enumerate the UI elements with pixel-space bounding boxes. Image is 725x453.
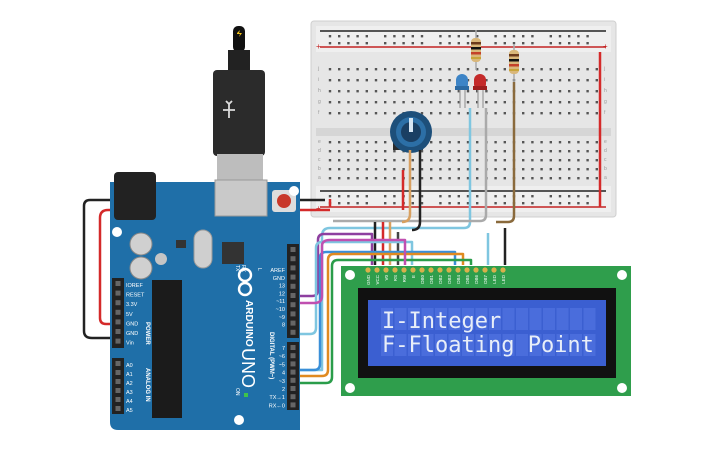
lcd-pin-label-4: RW xyxy=(402,274,407,282)
lcd-pin-label-14: LED xyxy=(492,274,497,284)
analog-pin-label-3: A3 xyxy=(126,390,133,396)
resistor-2 xyxy=(509,44,519,82)
usb-cable-plug xyxy=(233,26,245,52)
row-letter-a-left: a xyxy=(318,175,321,181)
reset-button[interactable] xyxy=(277,194,291,208)
digital-pin-label-top-4: ~11 xyxy=(276,299,285,305)
row-letter-i-right: i xyxy=(604,77,605,83)
arduino-model: UNO xyxy=(238,348,258,388)
digital-header-title: DIGITAL (PWM~) xyxy=(268,332,274,379)
digital-pin-label-bottom-2: ~5 xyxy=(279,362,285,368)
analog-header-title: ANALOG IN xyxy=(144,368,150,402)
lcd-pin-label-12: DB6 xyxy=(474,275,479,284)
row-letter-c-left: c xyxy=(318,157,321,163)
analog-pin-label-2: A2 xyxy=(126,381,133,387)
digital-pin-label-bottom-5: 2 xyxy=(282,387,285,393)
potentiometer xyxy=(390,111,432,153)
lcd-pin-label-6: DB0 xyxy=(420,275,425,284)
analog-header xyxy=(112,358,124,414)
arduino-brand: ARDUINO xyxy=(243,300,254,347)
lcd-pin-label-0: GND xyxy=(366,274,371,285)
row-letter-j-right: j xyxy=(603,66,605,72)
tx-label: TX xyxy=(234,265,240,272)
power-header-title: POWER xyxy=(144,322,150,345)
lcd-pin-label-13: DB7 xyxy=(483,275,488,284)
lcd-pin-label-5: E xyxy=(411,275,416,278)
usb-connector xyxy=(213,70,265,156)
row-letter-h-right: h xyxy=(604,88,607,94)
resistor-1 xyxy=(471,30,481,70)
digital-pin-label-bottom-4: ~3 xyxy=(279,379,285,385)
analog-pin-label-5: A5 xyxy=(126,408,133,414)
power-pin-label-2: 3.3V xyxy=(126,302,138,308)
power-pin-label-0: IOREF xyxy=(126,283,143,289)
lcd-pin-label-15: LED xyxy=(501,274,506,284)
digital-pin-label-bottom-7: RX←0 xyxy=(269,403,285,409)
row-letter-d-right: d xyxy=(604,148,607,154)
lcd-pin-label-9: DB3 xyxy=(447,275,452,284)
infinity-logo xyxy=(237,267,253,297)
digital-pin-label-top-5: ~10 xyxy=(276,307,285,313)
power-pin-label-6: Vin xyxy=(126,341,134,347)
rail-plus-label: + xyxy=(316,42,321,51)
lcd-pin-label-1: VCC xyxy=(375,274,380,284)
lcd-line-2: F-Floating Point xyxy=(382,333,594,358)
lcd-pin-label-7: DB1 xyxy=(429,275,434,284)
digital-pin-label-bottom-3: 4 xyxy=(282,371,285,377)
digital-pin-label-top-7: 8 xyxy=(282,323,285,329)
row-letter-c-right: c xyxy=(604,157,607,163)
row-letter-i-left: i xyxy=(318,77,319,83)
led-red xyxy=(473,74,487,108)
digital-pin-label-top-3: 12 xyxy=(279,291,285,297)
row-letter-g-left: g xyxy=(318,99,321,105)
digital-pin-label-top-6: ~9 xyxy=(279,315,285,321)
digital-pin-label-bottom-6: TX→1 xyxy=(269,395,285,401)
analog-pin-label-1: A1 xyxy=(126,372,133,378)
row-letter-g-right: g xyxy=(604,99,607,105)
row-letter-b-right: b xyxy=(604,166,607,172)
row-letter-h-left: h xyxy=(318,88,321,94)
row-letter-d-left: d xyxy=(318,148,321,154)
power-jack xyxy=(114,172,156,220)
bolt-icon xyxy=(237,30,242,37)
row-letter-e-right: e xyxy=(604,139,607,145)
row-letter-a-right: a xyxy=(604,175,607,181)
lcd-line-1: I-Integer xyxy=(382,309,501,334)
power-pin-label-3: 5V xyxy=(126,312,133,318)
digital-header-top xyxy=(287,244,299,338)
analog-pin-label-4: A4 xyxy=(126,399,133,405)
digital-pin-label-bottom-0: 7 xyxy=(282,346,285,352)
digital-pin-label-bottom-1: ~6 xyxy=(279,354,285,360)
row-letter-e-left: e xyxy=(318,139,321,145)
row-letter-j-left: j xyxy=(317,66,319,72)
on-label: ON xyxy=(234,388,240,396)
usb-icon xyxy=(223,100,235,118)
rail-plus-label-bottom: + xyxy=(316,204,321,213)
digital-pin-label-top-1: GND xyxy=(273,276,285,282)
power-pin-label-5: GND xyxy=(126,331,138,337)
lcd-pin-label-11: DB5 xyxy=(465,275,470,284)
lcd-pin-label-8: DB2 xyxy=(438,275,443,284)
rail-plus-label-right: + xyxy=(603,42,608,51)
digital-header-bottom xyxy=(287,342,299,410)
lcd-pin-label-2: V0 xyxy=(384,275,389,281)
digital-pin-label-top-2: 13 xyxy=(279,284,285,290)
digital-pin-label-top-0: AREF xyxy=(270,268,285,274)
lcd-pin-label-10: DB4 xyxy=(456,275,461,284)
l-label: L xyxy=(256,268,262,271)
led-blue xyxy=(455,74,469,108)
atmega-chip xyxy=(152,280,182,418)
rx-label: RX xyxy=(240,265,246,273)
power-pin-label-1: RESET xyxy=(126,293,145,299)
arduino-board: ARDUINO UNO POWER ANALOG IN DIGITAL (PWM… xyxy=(110,26,300,430)
row-letter-b-left: b xyxy=(318,166,321,172)
analog-pin-label-0: A0 xyxy=(126,363,133,369)
row-letter-f-right: f xyxy=(604,110,606,116)
lcd-pin-label-3: RS xyxy=(393,275,398,281)
row-letter-f-left: f xyxy=(318,110,320,116)
power-pin-label-4: GND xyxy=(126,321,138,327)
lcd-module: GND VCC V0 RS RW E DB0 DB1 DB2 DB3 DB4 DB5 DB6 DB7 LED… xyxy=(341,266,631,396)
